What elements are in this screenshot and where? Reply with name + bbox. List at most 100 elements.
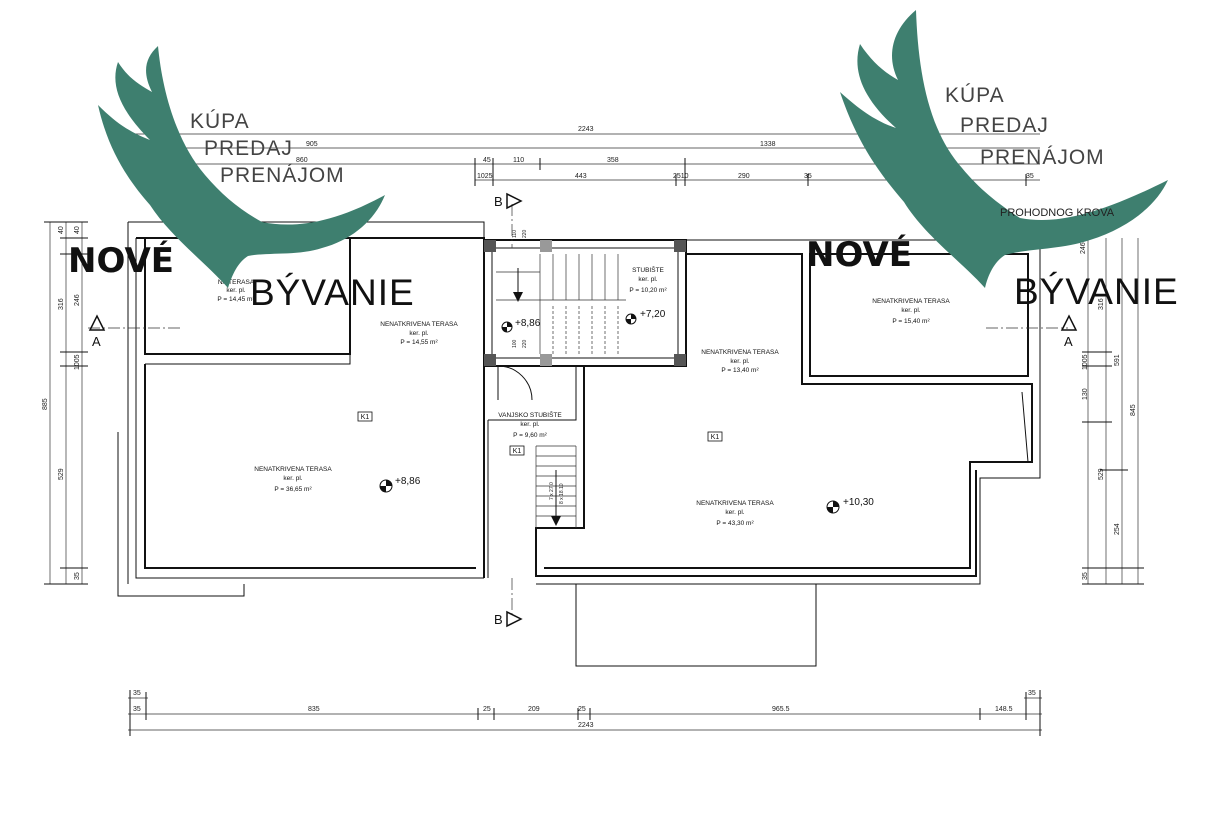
stair-dimensions: 110 220 100 220 7 x 27.0 8 x 18.10 bbox=[512, 229, 565, 504]
section-markers: A A B B bbox=[88, 192, 1078, 628]
svg-text:ker. pl.: ker. pl. bbox=[283, 475, 302, 482]
watermark-right-line3: PRENÁJOM bbox=[980, 146, 1105, 169]
watermark-left-line2: PREDAJ bbox=[204, 137, 293, 160]
svg-text:P = 43,30 m²: P = 43,30 m² bbox=[716, 520, 754, 527]
svg-text:P = 15,40 m²: P = 15,40 m² bbox=[892, 318, 930, 325]
svg-text:K1: K1 bbox=[361, 414, 370, 421]
dim-bottom-209: 209 bbox=[528, 706, 540, 713]
dim-top-443: 443 bbox=[575, 173, 587, 180]
dim-bottom-965: 965.5 bbox=[772, 706, 790, 713]
svg-text:P = 14,45 m²: P = 14,45 m² bbox=[217, 296, 255, 303]
level-marker-2: +7,20 bbox=[625, 309, 666, 325]
dim-right-35: 35 bbox=[1082, 572, 1089, 580]
svg-text:NENATKRIVENA TERASA: NENATKRIVENA TERASA bbox=[696, 500, 774, 507]
dim-right-316: 316 bbox=[1098, 298, 1105, 310]
k1-tag-2: K1 bbox=[509, 445, 525, 456]
dim-bottom-148: 148.5 bbox=[995, 706, 1013, 713]
svg-text:NENATKRIVENA TERASA: NENATKRIVENA TERASA bbox=[254, 466, 332, 473]
left-dimensions: 40 40 246 316 1005 885 529 35 bbox=[42, 221, 88, 585]
dim-right-254: 254 bbox=[1114, 523, 1121, 535]
svg-text:K1: K1 bbox=[513, 448, 522, 455]
dim-top-110: 110 bbox=[513, 157, 524, 164]
watermark-left-line1: KÚPA bbox=[190, 110, 250, 133]
dim-bottom-35b: 35 bbox=[1028, 690, 1036, 697]
dim-top-35b: 35 bbox=[1026, 173, 1034, 180]
level-marker-4: +10,30 bbox=[826, 497, 874, 514]
dim-top-358: 358 bbox=[607, 157, 619, 164]
room-label-terrace-5: NENATKRIVENA TERASA ker. pl. P = 36,65 m… bbox=[254, 466, 332, 493]
svg-text:ker. pl.: ker. pl. bbox=[409, 330, 428, 337]
dim-right-529: 529 bbox=[1098, 468, 1105, 480]
svg-text:NENATKRIVENA TERASA: NENATKRIVENA TERASA bbox=[701, 349, 779, 356]
eagle-wing-right bbox=[840, 10, 1168, 288]
dim-top-905: 905 bbox=[306, 141, 318, 148]
room-label-terrace-4: NENATKRIVENA TERASA ker. pl. P = 15,40 m… bbox=[872, 298, 950, 325]
svg-text:STUBIŠTE: STUBIŠTE bbox=[632, 265, 664, 274]
watermark-left-brand1: NOVÉ bbox=[68, 240, 174, 281]
svg-text:110: 110 bbox=[512, 230, 518, 238]
room-label-terrace-1: NA TERASA ker. pl. P = 14,45 m² bbox=[217, 279, 255, 303]
eagle-wing-left bbox=[98, 46, 385, 288]
room-label-stairs: STUBIŠTE ker. pl. P = 10,20 m² bbox=[629, 265, 667, 294]
svg-text:+7,20: +7,20 bbox=[640, 309, 666, 320]
svg-text:NENATKRIVENA TERASA: NENATKRIVENA TERASA bbox=[380, 321, 458, 328]
dim-top-35a: 35 bbox=[804, 173, 812, 180]
dim-top-1025: 1025 bbox=[477, 173, 493, 180]
watermark-right-line2: PREDAJ bbox=[960, 114, 1049, 137]
svg-text:+8,86: +8,86 bbox=[395, 476, 421, 487]
svg-text:VANJSKO STUBIŠTE: VANJSKO STUBIŠTE bbox=[498, 410, 562, 419]
level-marker-1: +8,86 bbox=[501, 318, 541, 333]
svg-text:ker. pl.: ker. pl. bbox=[901, 307, 920, 314]
section-mark-a-left: A bbox=[92, 334, 101, 349]
svg-text:NENATKRIVENA TERASA: NENATKRIVENA TERASA bbox=[872, 298, 950, 305]
room-label-terrace-3: NENATKRIVENA TERASA ker. pl. P = 13,40 m… bbox=[701, 349, 779, 374]
dim-left-1005: 1005 bbox=[74, 354, 81, 370]
dim-top-45: 45 bbox=[483, 157, 491, 164]
dim-top-290: 290 bbox=[738, 173, 750, 180]
dim-right-1005: 1005 bbox=[1082, 354, 1089, 370]
dim-left-40a: 40 bbox=[58, 226, 65, 234]
watermark-right-line1: KÚPA bbox=[945, 84, 1005, 107]
svg-text:ker. pl.: ker. pl. bbox=[730, 358, 749, 365]
watermark-right-brand1: NOVÉ bbox=[806, 234, 912, 275]
right-dimensions: 246 316 1005 591 130 845 529 254 35 bbox=[1080, 238, 1144, 585]
watermark-right-brand2: BÝVANIE bbox=[1014, 271, 1179, 312]
svg-text:K1: K1 bbox=[711, 434, 720, 441]
svg-text:+10,30: +10,30 bbox=[843, 497, 874, 508]
svg-text:ker. pl.: ker. pl. bbox=[725, 509, 744, 516]
dim-top-1338: 1338 bbox=[760, 141, 776, 148]
dim-top-860: 860 bbox=[296, 157, 308, 164]
svg-text:P = 9,60 m²: P = 9,60 m² bbox=[513, 432, 547, 439]
dim-bottom-25a: 25 bbox=[483, 706, 491, 713]
section-mark-b-top: B bbox=[494, 194, 503, 209]
section-mark-a-right: A bbox=[1064, 334, 1073, 349]
dim-left-35: 35 bbox=[74, 572, 81, 580]
section-mark-b-bottom: B bbox=[494, 612, 503, 627]
watermark-left-line3: PRENÁJOM bbox=[220, 164, 345, 187]
dim-left-40b: 40 bbox=[74, 226, 81, 234]
dim-top-total: 2243 bbox=[578, 126, 594, 133]
dim-right-130: 130 bbox=[1082, 388, 1089, 400]
dim-right-246: 246 bbox=[1080, 242, 1087, 254]
watermark-left-brand2: BÝVANIE bbox=[250, 272, 415, 313]
dim-bottom-35c: 35 bbox=[133, 706, 141, 713]
svg-text:ker. pl.: ker. pl. bbox=[226, 287, 245, 294]
svg-text:ker. pl.: ker. pl. bbox=[520, 421, 539, 428]
dim-bottom-35a: 35 bbox=[133, 690, 141, 697]
dim-left-529: 529 bbox=[58, 468, 65, 480]
dim-right-591: 591 bbox=[1114, 354, 1121, 366]
dim-left-246: 246 bbox=[74, 294, 81, 306]
room-label-outdoor-stairs: VANJSKO STUBIŠTE ker. pl. P = 9,60 m² bbox=[498, 410, 562, 439]
k1-tag-3: K1 bbox=[707, 431, 723, 442]
svg-text:7 x 27.0: 7 x 27.0 bbox=[549, 482, 555, 500]
dim-left-885: 885 bbox=[42, 398, 49, 410]
partial-roof-label: PROHODNOG KROVA bbox=[1000, 207, 1115, 219]
dim-left-316: 316 bbox=[58, 298, 65, 310]
dim-bottom-835: 835 bbox=[308, 706, 320, 713]
svg-text:220: 220 bbox=[522, 339, 528, 348]
svg-text:P = 13,40 m²: P = 13,40 m² bbox=[721, 367, 759, 374]
svg-text:P = 36,65 m²: P = 36,65 m² bbox=[274, 486, 312, 493]
watermark-right: KÚPA PREDAJ PRENÁJOM NOVÉ BÝVANIE bbox=[806, 10, 1179, 312]
dim-right-845: 845 bbox=[1130, 404, 1137, 416]
